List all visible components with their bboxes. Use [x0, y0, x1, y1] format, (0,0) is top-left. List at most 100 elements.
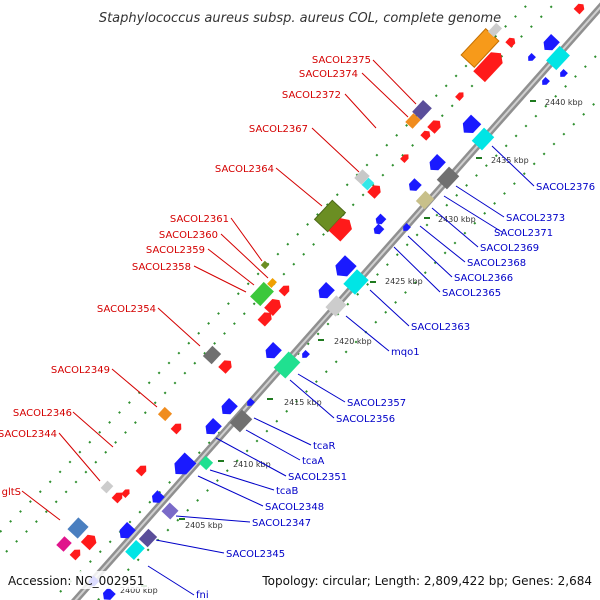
- gene-label-reverse: SACOL2363: [411, 322, 470, 333]
- leader-line: [361, 72, 409, 118]
- gene-arrow-forward: [218, 360, 232, 374]
- gene-arrow-reverse: [221, 398, 238, 415]
- guide-dots-inner-near: [59, 51, 600, 593]
- gene-arrow-reverse: [543, 34, 560, 51]
- leader-line: [275, 167, 323, 207]
- leader-line: [157, 307, 201, 347]
- kbp-labels: 2400 kbp 2405 kbp 2410 kbp 2415 kbp 2420…: [120, 98, 583, 595]
- forward-genes: [56, 3, 585, 561]
- gene-arrow-reverse: [205, 418, 222, 435]
- gene-arrow-forward: [328, 218, 352, 242]
- gene-arrow-forward: [400, 154, 409, 163]
- gene-arrow-reverse: [429, 154, 446, 171]
- gene-arrow-forward: [264, 298, 282, 316]
- gene-arrow-reverse: [560, 69, 568, 77]
- leader-line: [372, 59, 417, 105]
- gene-block: [56, 536, 72, 552]
- gene-arrow-forward: [278, 285, 290, 297]
- gene-label-reverse: SACOL2345: [226, 549, 285, 560]
- gene-block: [67, 517, 89, 539]
- kbp-label: 2430 kbp: [438, 215, 476, 224]
- gene-label-reverse: SACOL2365: [442, 288, 501, 299]
- gene-label-reverse: tcaA: [302, 456, 325, 467]
- gene-block: [405, 113, 421, 129]
- gene-arrow-reverse: [247, 398, 255, 406]
- gene-arrow-forward: [473, 52, 503, 83]
- gene-label-forward: SACOL2372: [282, 90, 341, 101]
- gene-arrow-forward: [111, 492, 123, 504]
- leader-line: [407, 235, 453, 278]
- gene-label-forward: SACOL2358: [132, 262, 191, 273]
- gene-arrow-reverse: [102, 587, 116, 600]
- map-title: Staphylococcus aureus subsp. aureus COL,…: [99, 11, 501, 26]
- kbp-label: 2410 kbp: [233, 460, 271, 469]
- gene-block: [125, 540, 145, 560]
- gene-arrow-reverse: [151, 490, 165, 503]
- leader-line: [58, 432, 101, 482]
- gene-block: [157, 406, 173, 422]
- gene-block: [415, 190, 435, 210]
- gene-arrow-forward: [257, 312, 272, 327]
- kbp-label: 2420 kbp: [334, 337, 372, 346]
- gene-label-forward: SACOL2367: [249, 124, 308, 135]
- leader-line: [111, 368, 158, 408]
- gene-label-reverse: SACOL2348: [265, 502, 324, 513]
- reverse-leaders: [147, 145, 535, 596]
- leader-line: [344, 93, 377, 129]
- gene-arrow-reverse: [408, 178, 422, 191]
- gene-label-reverse: fni: [196, 590, 209, 600]
- leader-line: [215, 437, 287, 477]
- gene-arrow-reverse: [528, 53, 536, 61]
- gene-block: [436, 166, 460, 190]
- gene-arrow-reverse: [302, 350, 310, 358]
- gene-arrow-reverse: [462, 114, 482, 133]
- gene-label-forward: SACOL2360: [159, 230, 218, 241]
- gene-label-reverse: SACOL2371: [494, 228, 553, 239]
- leader-line: [21, 490, 61, 521]
- gene-block: [250, 281, 274, 307]
- gene-arrow-forward: [367, 185, 381, 199]
- gene-arrow-forward: [573, 3, 585, 15]
- gene-block: [273, 351, 301, 379]
- kbp-label: 2425 kbp: [385, 277, 423, 286]
- gene-arrow-reverse: [542, 77, 550, 85]
- gene-arrow-reverse: [373, 223, 385, 235]
- gene-arrow-forward: [69, 549, 81, 561]
- gene-block: [361, 177, 375, 191]
- gene-label-reverse: SACOL2373: [506, 213, 565, 224]
- gene-label-reverse: SACOL2369: [480, 243, 539, 254]
- gene-arrow-forward: [135, 465, 147, 477]
- gene-label-forward: SACOL2375: [312, 55, 371, 66]
- gene-block: [161, 502, 179, 520]
- kbp-label: 2405 kbp: [185, 521, 223, 530]
- leader-line: [155, 539, 225, 554]
- leader-line: [289, 379, 335, 419]
- leader-line: [491, 145, 535, 187]
- gene-block: [100, 480, 114, 494]
- gene-label-reverse: SACOL2357: [347, 398, 406, 409]
- gene-label-forward: SACOL2361: [170, 214, 229, 225]
- gene-label-forward: SACOL2344: [0, 429, 57, 440]
- gene-arrow-forward: [427, 120, 441, 134]
- gene-block: [202, 345, 222, 365]
- gene-block: [487, 22, 503, 38]
- leader-line: [230, 217, 263, 262]
- leader-line: [431, 207, 479, 248]
- gene-label-reverse: SACOL2356: [336, 414, 395, 425]
- gene-arrow-forward: [80, 534, 97, 551]
- gene-label-reverse: tcaB: [276, 486, 299, 497]
- leader-line: [193, 265, 247, 293]
- leader-line: [369, 289, 410, 327]
- gene-arrow-forward: [121, 489, 130, 498]
- leader-line: [419, 225, 466, 263]
- leader-line: [209, 469, 275, 491]
- leader-line: [455, 185, 505, 218]
- leader-line: [393, 246, 441, 293]
- gene-arrow-reverse: [375, 213, 387, 225]
- gene-block: [138, 528, 158, 548]
- gene-label-forward: SACOL2354: [97, 304, 156, 315]
- gene-label-reverse: SACOL2368: [467, 258, 526, 269]
- gene-block: [229, 409, 253, 433]
- gene-arrow-reverse: [174, 452, 197, 475]
